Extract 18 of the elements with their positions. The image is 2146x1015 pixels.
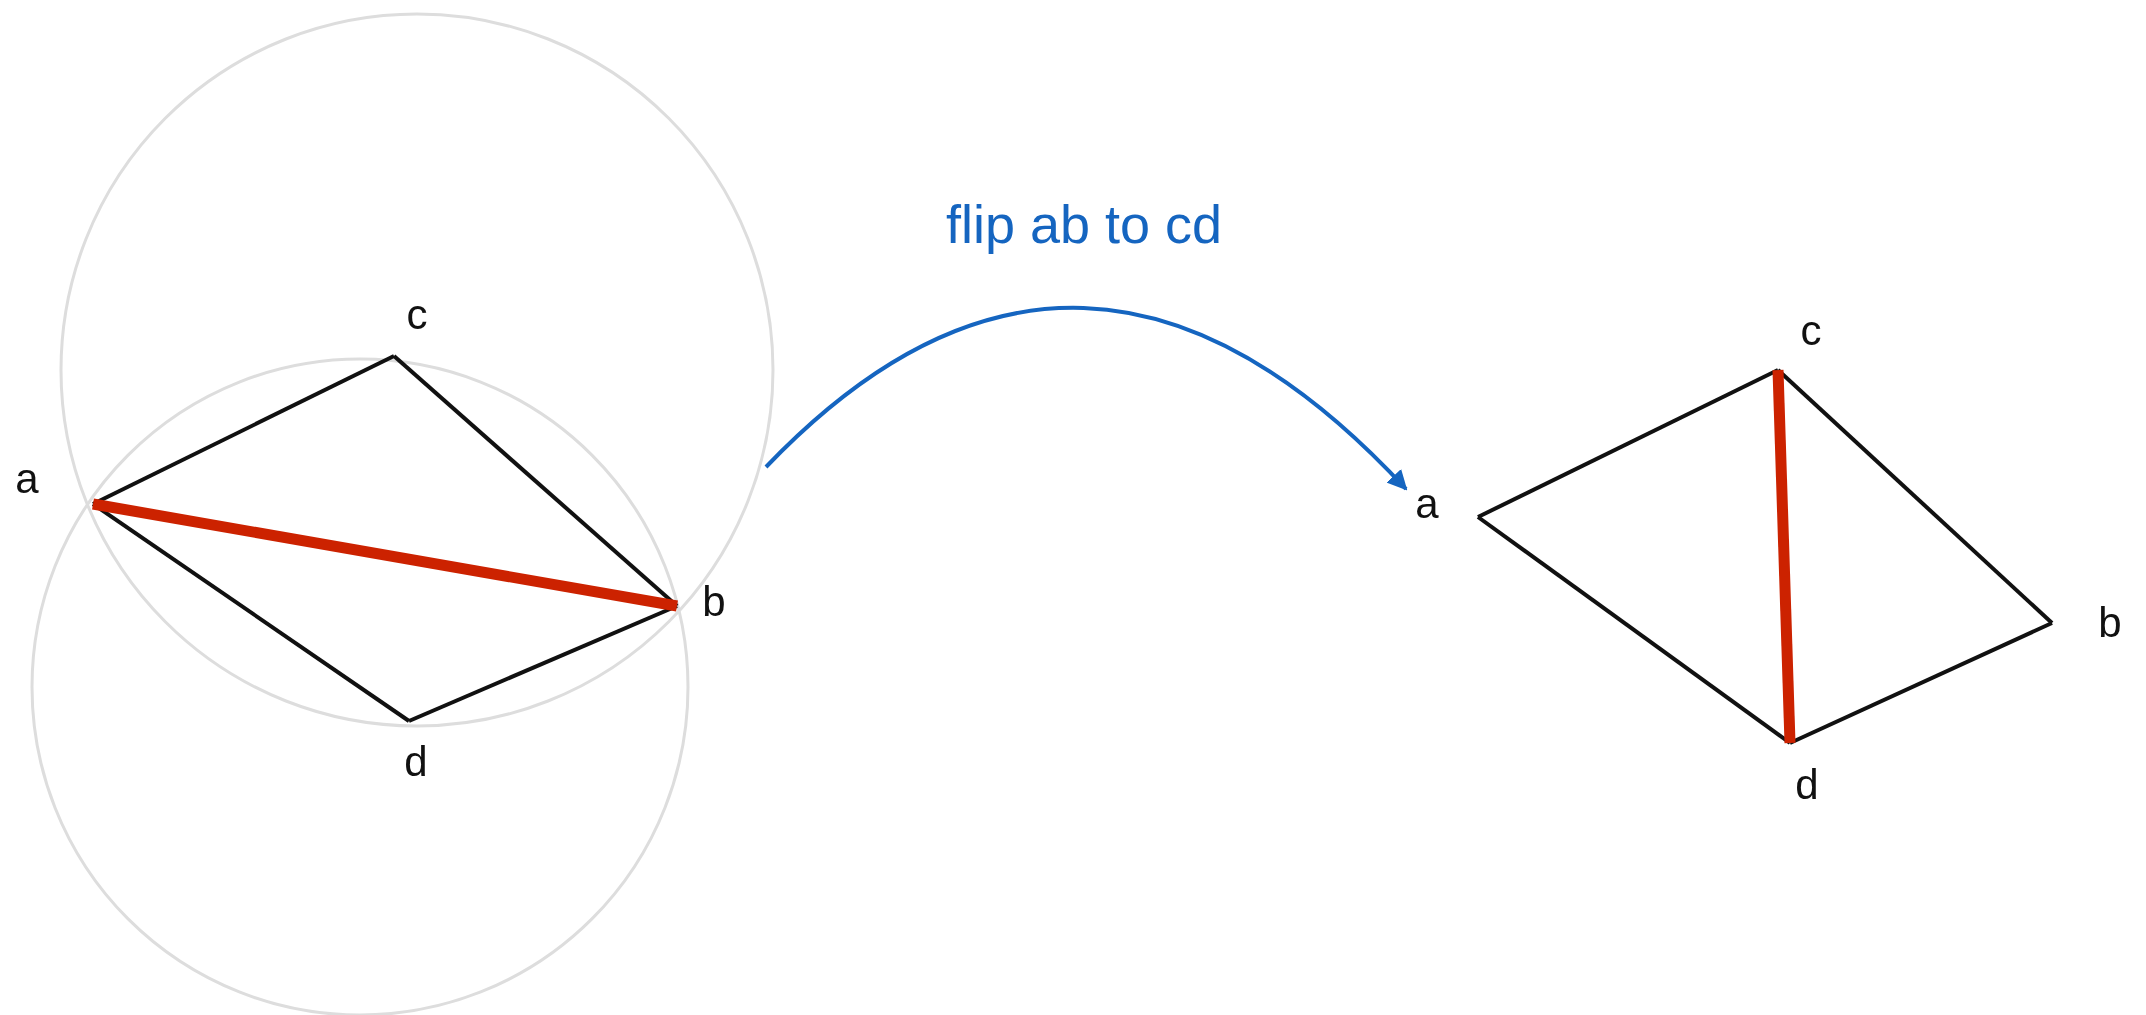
vertex-label: d bbox=[1793, 762, 1821, 808]
edge-line bbox=[92, 354, 395, 506]
vertex-label: d bbox=[402, 739, 430, 785]
diagonal-line bbox=[92, 498, 678, 612]
vertex-label: a bbox=[13, 456, 41, 502]
edge-line bbox=[91, 502, 411, 723]
edge-line bbox=[1477, 368, 1779, 519]
vertex-label: b bbox=[2096, 600, 2124, 646]
edge-line bbox=[392, 354, 679, 608]
edge-line bbox=[408, 604, 678, 723]
vertex-label: c bbox=[1798, 308, 1824, 354]
edge-line bbox=[1789, 621, 2053, 745]
edge-line bbox=[1476, 515, 1792, 745]
edge-line bbox=[1776, 368, 2054, 625]
vertex-label: b bbox=[700, 579, 728, 625]
vertex-label: c bbox=[404, 292, 430, 338]
diagonal-line bbox=[1772, 369, 1796, 744]
vertex-label: a bbox=[1413, 481, 1441, 527]
